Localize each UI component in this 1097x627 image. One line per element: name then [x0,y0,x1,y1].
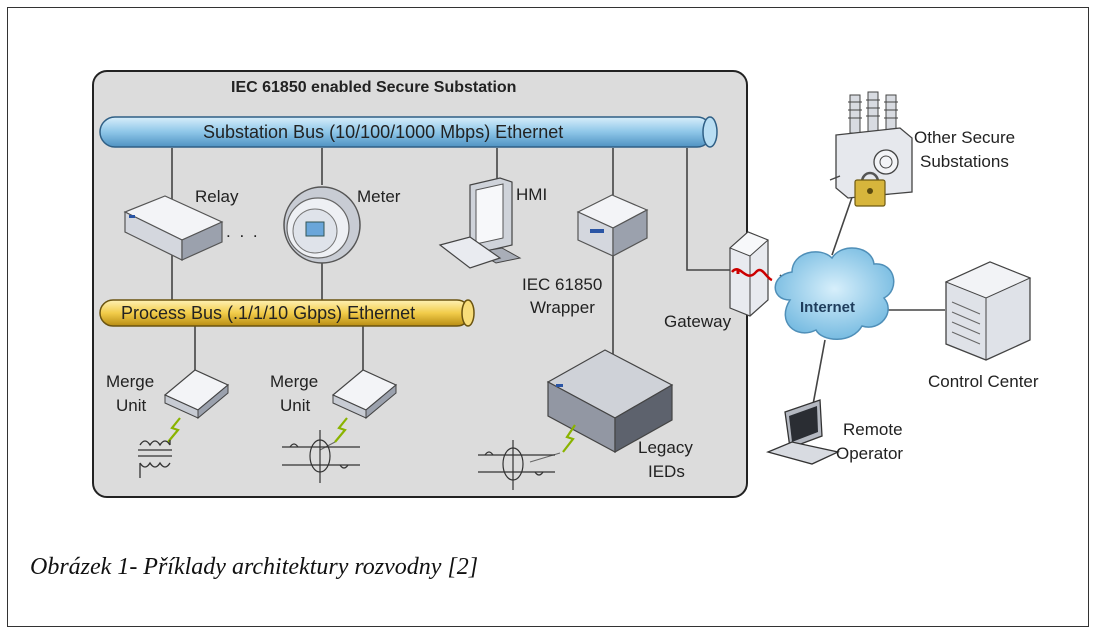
hmi-label: HMI [516,185,548,204]
substation-bus-label: Substation Bus (10/100/1000 Mbps) Ethern… [203,122,564,142]
other-substation-icon [829,91,913,207]
control-center-icon [944,261,1032,361]
legacy-line-symbol-icon [478,440,555,490]
remote-operator-line2: Operator [836,444,904,463]
gateway-label: Gateway [664,312,732,331]
device-ellipsis: . . . [226,222,260,241]
other-substations-line1: Other Secure [914,128,1016,147]
merge-unit-2-line1: Merge [270,372,319,391]
legacy-ieds-line2: IEDs [648,462,685,481]
meter-label: Meter [357,187,401,206]
internet-label: Internet [800,299,856,316]
substation-bus [99,116,718,148]
figure-caption: Obrázek 1- Příklady architektury rozvodn… [30,554,479,580]
merge-unit-2-icon [331,369,398,420]
wrapper-label-line1: IEC 61850 [522,275,603,294]
relay-device-icon [123,195,224,261]
merge-unit-1-line1: Merge [106,372,155,391]
legacy-ieds-line1: Legacy [638,438,693,457]
remote-operator-line1: Remote [843,420,903,439]
line-sensor-symbol-icon [282,430,360,483]
remote-laptop-icon [766,399,841,465]
transformer-symbol-icon [138,440,172,478]
meter-device-icon [283,186,361,264]
merge-unit-1-icon [163,369,230,420]
control-center-label: Control Center [928,372,1039,391]
connection-lines [171,148,945,411]
process-bus-label: Process Bus (.1/1/10 Gbps) Ethernet [121,303,416,323]
gateway-device-icon [729,231,773,317]
legacy-ied-icon [546,349,674,454]
hmi-computer-icon [438,177,522,269]
lightning-icons [167,417,576,453]
other-substations-line2: Substations [920,152,1009,171]
substation-title: IEC 61850 enabled Secure Substation [231,79,517,96]
process-bus [99,299,475,327]
merge-unit-2-line2: Unit [280,396,311,415]
wrapper-device-icon [576,194,649,257]
internet-cloud-icon [774,247,895,340]
merge-unit-1-line2: Unit [116,396,147,415]
substation-diagram [92,70,1032,498]
wrapper-label-line2: Wrapper [530,298,595,317]
relay-label: Relay [195,187,239,206]
